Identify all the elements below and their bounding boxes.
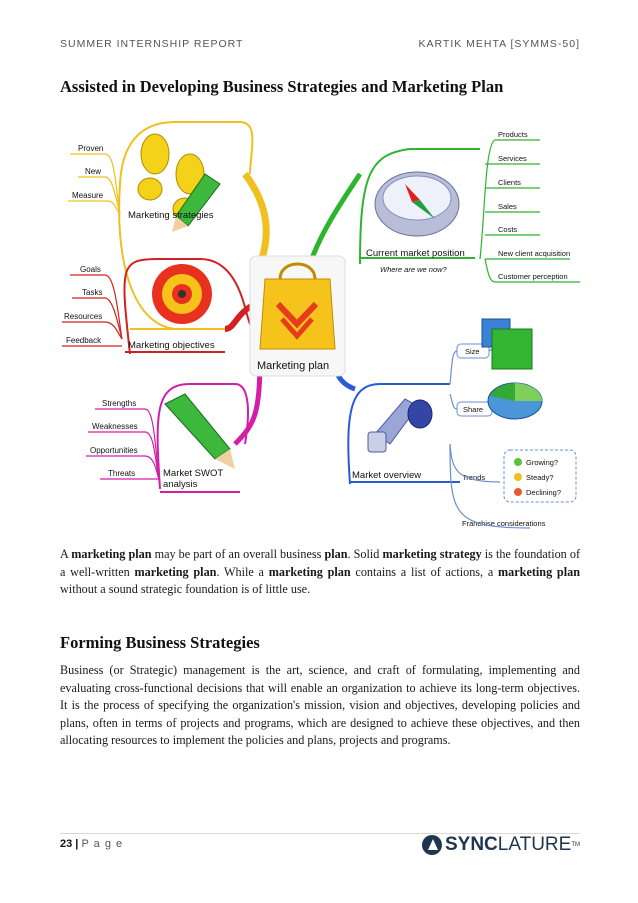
position-item: New client acquisition bbox=[498, 249, 570, 258]
swot-label: analysis bbox=[163, 479, 198, 490]
strategies-label: Marketing strategies bbox=[128, 210, 214, 221]
trend-item: Growing? bbox=[526, 458, 558, 467]
position-item: Clients bbox=[498, 178, 521, 187]
strategies-item: Measure bbox=[72, 191, 104, 200]
business-strategies-paragraph: Business (or Strategic) management is th… bbox=[60, 663, 580, 748]
overview-item: Franchise considerations bbox=[462, 519, 546, 528]
trend-item: Steady? bbox=[526, 473, 554, 482]
position-item: Products bbox=[498, 130, 528, 139]
section-heading: Forming Business Strategies bbox=[60, 633, 260, 652]
swot-item: Strengths bbox=[102, 399, 136, 408]
objectives-item: Tasks bbox=[82, 288, 102, 297]
center-label: Marketing plan bbox=[257, 360, 329, 372]
position-item: Sales bbox=[498, 202, 517, 211]
footer-divider bbox=[60, 833, 580, 834]
position-label: Current market position bbox=[366, 248, 465, 259]
swot-label: Market SWOT bbox=[163, 468, 223, 479]
marketing-plan-mindmap: Marketing strategies Proven New Measure … bbox=[60, 114, 580, 536]
objectives-label: Marketing objectives bbox=[128, 340, 215, 351]
position-item: Services bbox=[498, 154, 527, 163]
header-report-title: SUMMER INTERNSHIP REPORT bbox=[60, 38, 244, 50]
position-item: Customer perception bbox=[498, 272, 568, 281]
logo-mark-icon bbox=[421, 835, 442, 855]
overview-label: Market overview bbox=[352, 470, 421, 481]
objectives-item: Resources bbox=[64, 312, 102, 321]
strategies-item: New bbox=[85, 167, 101, 176]
marketing-plan-paragraph: A marketing plan may be part of an overa… bbox=[60, 547, 581, 597]
objectives-item: Goals bbox=[80, 265, 101, 274]
section-title: Assisted in Developing Business Strategi… bbox=[60, 77, 504, 96]
swot-item: Opportunities bbox=[90, 446, 138, 455]
trend-item: Declining? bbox=[526, 488, 561, 497]
overview-item: Size bbox=[465, 347, 480, 356]
position-item: Costs bbox=[498, 225, 517, 234]
objectives-item: Feedback bbox=[66, 336, 102, 345]
page-number: 23 | P a g e bbox=[60, 838, 124, 850]
swot-item: Weaknesses bbox=[92, 422, 138, 431]
overview-item: Trends bbox=[462, 473, 485, 482]
overview-item: Share bbox=[463, 405, 483, 414]
strategies-item: Proven bbox=[78, 144, 103, 153]
swot-item: Threats bbox=[108, 469, 135, 478]
header-author: KARTIK MEHTA [SYMMS-50] bbox=[418, 38, 580, 50]
position-sublabel: Where are we now? bbox=[380, 265, 448, 274]
